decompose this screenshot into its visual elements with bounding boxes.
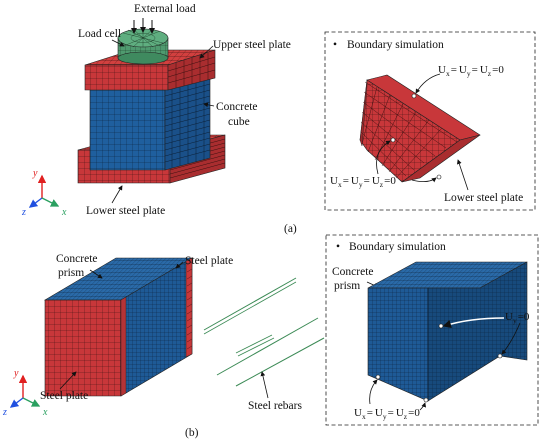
- svg-text:Uy=0: Uy=0: [505, 311, 530, 325]
- label-upper-steel-plate: Upper steel plate: [213, 39, 291, 51]
- panel-a: External load Load cell Upper steel plat…: [21, 3, 536, 235]
- axis-label-z-b: z: [2, 407, 7, 418]
- axes-triad-b: y z x: [2, 368, 48, 418]
- label-lower-steel-plate-boundary: Lower steel plate: [444, 192, 523, 204]
- label-prism-b: prism: [58, 267, 84, 279]
- concrete-cube-model: [89, 77, 211, 171]
- load-cell-model: [117, 18, 169, 65]
- equation-top-a: Ux=Uy=Uz=0: [438, 64, 504, 78]
- leader-concrete-cube: [203, 102, 215, 108]
- svg-text:Ux=Uy=Uz=0: Ux=Uy=Uz=0: [354, 407, 420, 421]
- boundary-box-a: • Boundary simulation Ux=Uy=Uz=0 Ux=Uy=U…: [324, 31, 536, 211]
- svg-text:Ux=Uy=Uz=0: Ux=Uy=Uz=0: [330, 175, 396, 189]
- leader-eq-bottom-b: [369, 379, 378, 405]
- label-steel-rebars: Steel rebars: [248, 400, 302, 412]
- boundary-box-b: • Boundary simulation Concrete prism Uy=…: [325, 234, 539, 426]
- leader-eq-bottom-b-2: [419, 402, 427, 411]
- leader-eq-top-a: [415, 73, 441, 94]
- axis-label-y-b: y: [13, 368, 19, 379]
- axis-label-y: y: [32, 168, 38, 179]
- label-concrete: Concrete: [216, 101, 258, 113]
- leader-eq-uy-b: [442, 317, 505, 328]
- axis-label-x-b: x: [42, 407, 48, 418]
- label-cube: cube: [228, 116, 250, 128]
- label-external-load: External load: [134, 3, 196, 15]
- concrete-prism-boundary-model: [367, 261, 528, 403]
- caption-a: (a): [284, 223, 297, 235]
- leader-eq-left-a: [376, 140, 391, 175]
- concrete-prism-model: [43, 257, 194, 397]
- boundary-bullet-b: •: [336, 241, 340, 253]
- axes-triad-a: y z x: [21, 168, 67, 218]
- leader-lower-plate-boundary: [456, 159, 469, 191]
- axis-label-x: x: [61, 207, 67, 218]
- boundary-title-a: Boundary simulation: [347, 39, 444, 51]
- leader-eq-uy-b-2: [501, 322, 521, 355]
- label-concrete-b: Concrete: [56, 253, 98, 265]
- leader-upper-plate: [199, 45, 214, 59]
- caption-b: (b): [185, 427, 199, 439]
- leader-steel-plate-top: [175, 261, 184, 269]
- leader-load-cell: [111, 39, 125, 47]
- label-steel-plate-top-b: Steel plate: [185, 255, 233, 267]
- lower-steel-plate-boundary-model: [359, 74, 481, 183]
- equation-bottom-b: Ux=Uy=Uz=0: [354, 407, 420, 421]
- boundary-bullet-a: •: [333, 39, 337, 51]
- svg-text:Ux=Uy=Uz=0: Ux=Uy=Uz=0: [438, 64, 504, 78]
- steel-rebars-model: [203, 277, 325, 387]
- equation-uy-b: Uy=0: [505, 311, 530, 325]
- leader-steel-rebars: [260, 371, 269, 399]
- label-load-cell: Load cell: [78, 28, 121, 40]
- boundary-title-b: Boundary simulation: [349, 241, 446, 253]
- leader-concrete-prism: [89, 269, 103, 279]
- label-concrete-boundary-b: Concrete: [332, 266, 374, 278]
- leader-lower-plate: [111, 185, 123, 204]
- leader-eq-left-a-2: [411, 177, 437, 183]
- equation-left-a: Ux=Uy=Uz=0: [330, 175, 396, 189]
- panel-b: Concrete prism Steel plate Steel plate S…: [2, 234, 539, 439]
- leader-steel-plate-bottom: [59, 371, 77, 390]
- label-lower-steel-plate: Lower steel plate: [86, 205, 165, 217]
- label-prism-boundary-b: prism: [334, 280, 360, 292]
- label-steel-plate-bottom-b: Steel plate: [40, 390, 88, 402]
- axis-label-z: z: [21, 207, 26, 218]
